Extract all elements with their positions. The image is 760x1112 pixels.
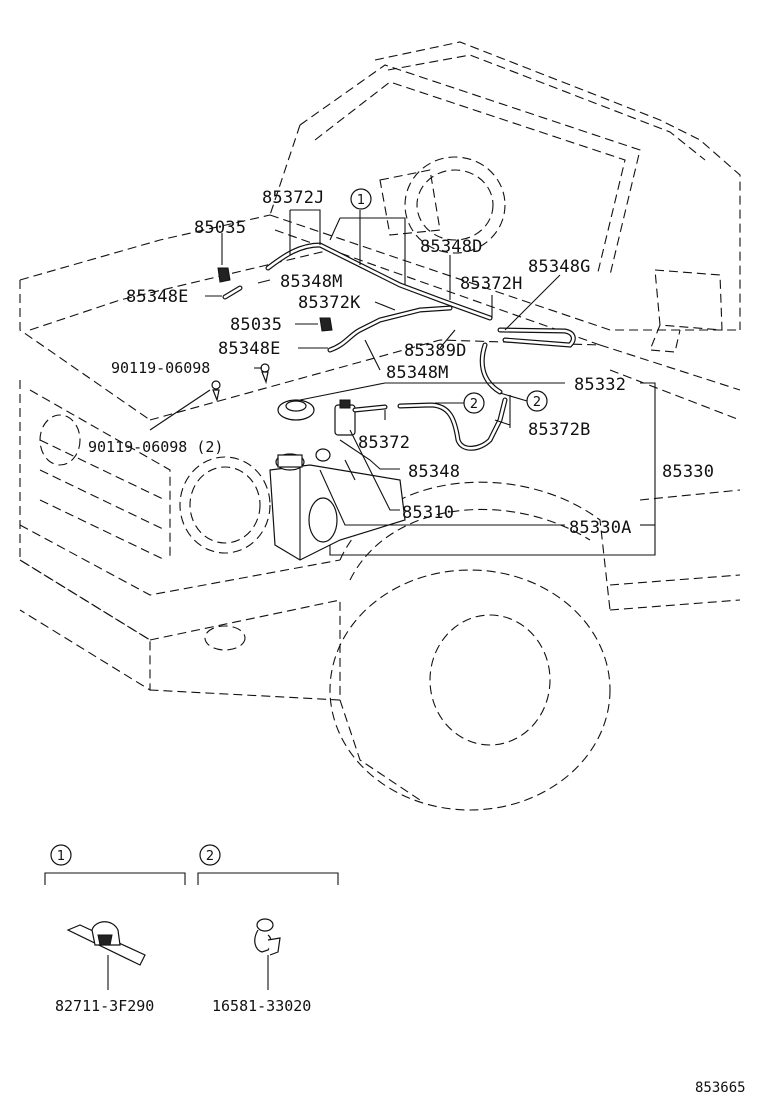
- label-85310: 85310: [402, 503, 454, 523]
- label-85348E-top: 85348E: [126, 287, 189, 307]
- callout-2-b-label: 2: [533, 395, 541, 410]
- hoses: [222, 242, 576, 451]
- label-85348: 85348: [408, 462, 460, 482]
- label-85348D: 85348D: [420, 237, 483, 257]
- vehicle-outline: [19, 41, 741, 811]
- clip-82711-icon: [66, 921, 146, 966]
- legend-1-number: 1: [57, 849, 65, 864]
- label-85372K: 85372K: [298, 293, 361, 313]
- legend-item-1: 1 82711-3F290: [44, 844, 186, 1015]
- washer-reservoir: [269, 448, 406, 561]
- label-85348E-mid: 85348E: [218, 339, 281, 359]
- legend-item-2: 2 16581-33020: [197, 844, 339, 1015]
- callout-1-top: 1: [350, 188, 372, 210]
- label-85348M-top: 85348M: [280, 272, 343, 292]
- nozzles-85035: [211, 267, 333, 403]
- label-85372H: 85372H: [460, 274, 523, 294]
- callout-2-a-label: 2: [470, 397, 478, 412]
- figure-code: 853665: [695, 1080, 746, 1096]
- label-85330: 85330: [662, 462, 714, 482]
- label-85348M-lower: 85348M: [386, 363, 449, 383]
- leader-lines: [149, 209, 656, 556]
- label-85389D: 85389D: [404, 341, 467, 361]
- washer-pump-85310: [277, 399, 356, 436]
- label-85035-mid: 85035: [230, 315, 282, 335]
- label-85330A: 85330A: [569, 518, 632, 538]
- label-85348G: 85348G: [528, 257, 591, 277]
- part-labels: 85372J 85035 85348D 85348G 85348M 85372H…: [88, 188, 714, 538]
- clamp-16581-icon: [254, 918, 281, 956]
- label-90119-06098: 90119-06098: [111, 359, 210, 377]
- label-85035-top: 85035: [194, 218, 246, 238]
- legend-2-part-number: 16581-33020: [212, 997, 311, 1015]
- callout-2-b: 2: [526, 390, 548, 412]
- label-85372J: 85372J: [262, 188, 325, 208]
- legend-1-part-number: 82711-3F290: [55, 997, 154, 1015]
- label-85332: 85332: [574, 375, 626, 395]
- label-85372B: 85372B: [528, 420, 591, 440]
- legend-2-number: 2: [206, 849, 214, 864]
- callout-2-a: 2: [463, 392, 485, 414]
- callout-1-label: 1: [357, 193, 365, 208]
- label-85372: 85372: [358, 433, 410, 453]
- label-90119-06098-2: 90119-06098 (2): [88, 438, 223, 456]
